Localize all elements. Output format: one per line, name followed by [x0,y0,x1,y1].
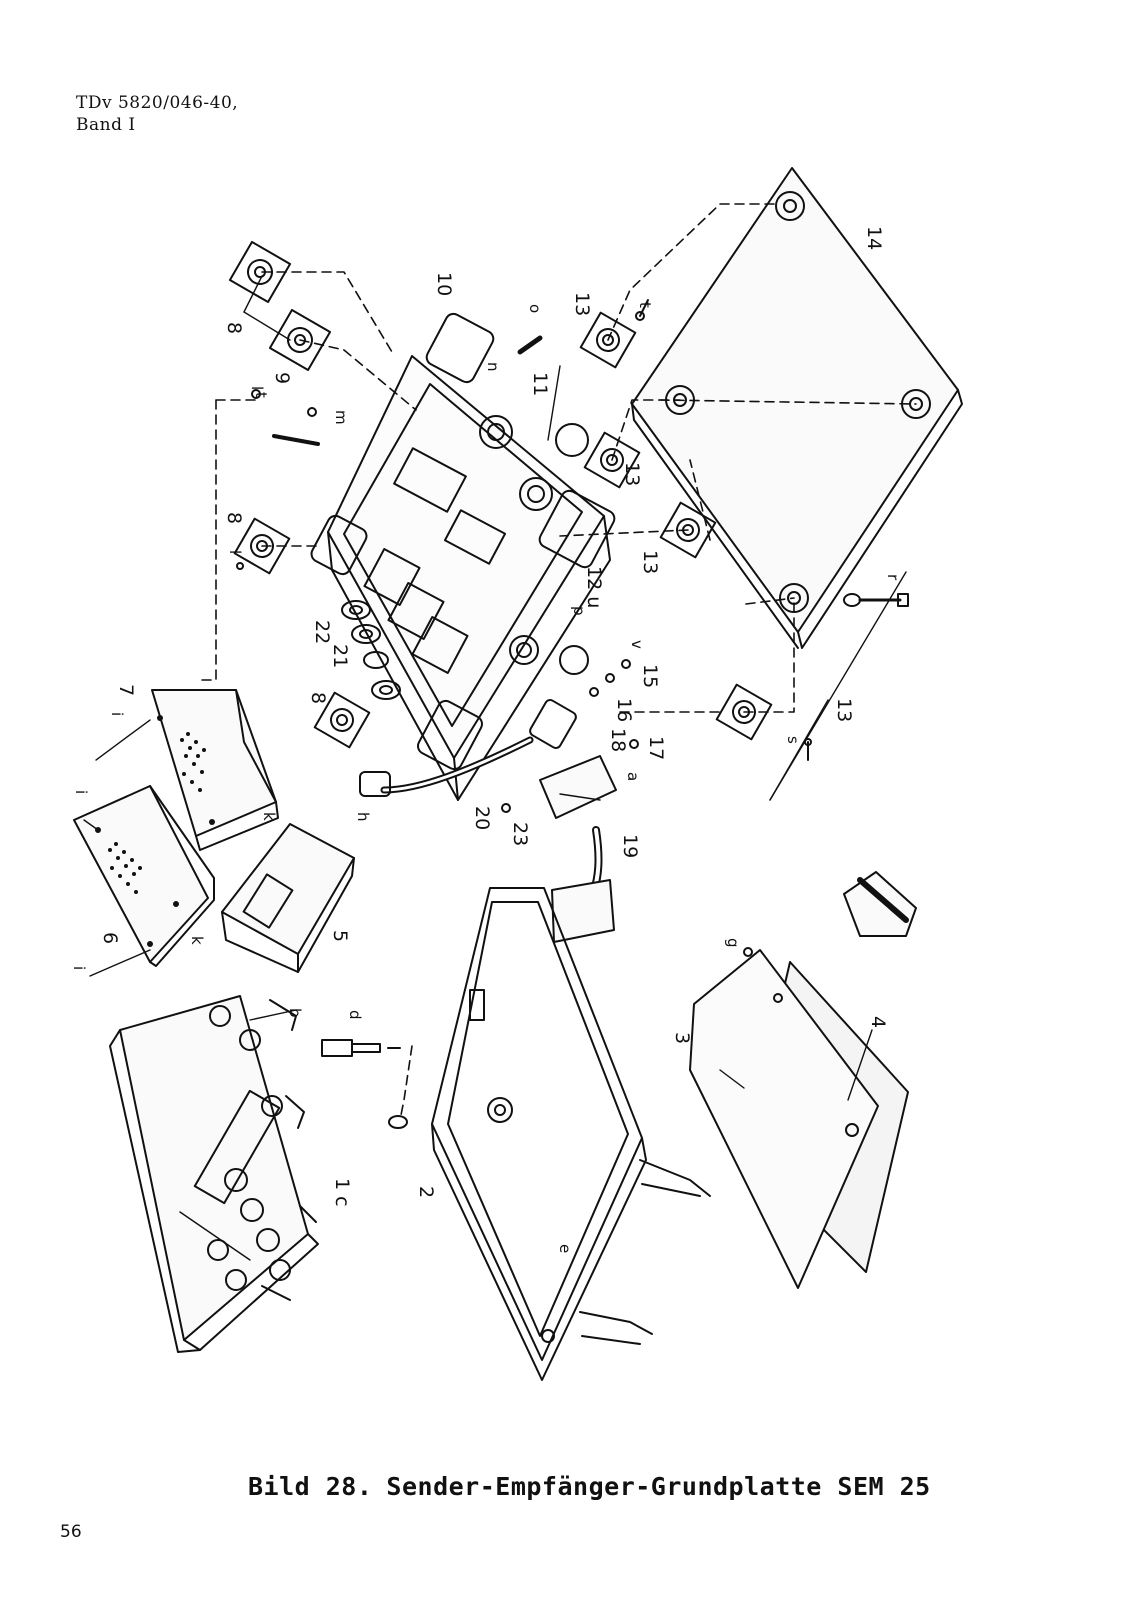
label-r: r [884,574,902,581]
leader-lines [83,275,907,1261]
label-13-b: 13 [621,462,643,486]
label-l-1: l [248,386,266,390]
label-h: h [354,812,372,822]
plate-3 [689,947,879,1289]
label-i-3: i [70,966,88,970]
label-15: 15 [639,664,661,688]
label-l-2: l [226,550,244,554]
label-o: o [526,304,544,313]
label-7: 7 [115,684,137,696]
label-p: p [570,606,588,616]
label-22: 22 [311,620,333,644]
label-v: v [628,640,646,649]
label-2: 2 [415,1186,437,1198]
label-t-2: t [636,302,654,308]
label-18: 18 [607,728,629,752]
label-e: e [556,1244,574,1253]
part-labels: 1 c 2 3 4 5 6 7 8 8 8 9 10 11 12 u 13 13… [70,226,902,1253]
document-header: TDv 5820/046-40, Band I [76,92,238,136]
label-12u: 12 u [583,566,605,608]
label-14: 14 [863,226,885,250]
label-8-top: 8 [223,322,245,334]
cover-7 [151,689,279,851]
label-3: 3 [671,1032,693,1044]
main-chassis [310,312,616,801]
label-6: 6 [99,932,121,944]
label-s: s [784,736,802,744]
document-number: TDv 5820/046-40, [76,93,239,113]
label-21: 21 [329,644,351,668]
figure-title: Sender-Empfänger-Grundplatte SEM 25 [386,1472,931,1501]
panel-connectors [341,600,401,700]
label-i-2: i [72,790,90,794]
label-19: 19 [619,834,641,858]
label-13-c: 13 [639,550,661,574]
label-8-low: 8 [307,692,329,704]
volume-label: Band I [76,115,136,135]
label-b: b [286,1008,304,1018]
label-k-1: k [260,812,278,821]
label-23: 23 [509,822,531,846]
label-17: 17 [645,736,667,760]
label-t-1: t [252,392,270,398]
radio-set-1 [109,995,319,1353]
cable-assembly [359,699,617,943]
label-d: d [346,1010,364,1020]
module-5 [221,823,355,973]
page-number: 56 [60,1522,82,1542]
label-m: m [332,410,350,425]
label-a: a [624,772,642,781]
label-1c: 1 c [331,1178,353,1207]
hardware [236,299,909,1129]
assembly-lines [199,203,917,1121]
bolt-d [321,1039,401,1057]
small-part [843,871,917,937]
label-20: 20 [471,806,493,830]
base-plate-14 [631,167,963,649]
label-i-1: i [108,712,126,716]
label-4: 4 [867,1016,889,1028]
label-11: 11 [529,372,551,396]
figure-caption: Bild 28. Sender-Empfänger-Grundplatte SEM… [248,1472,945,1501]
figure-reference: Bild 28. [248,1472,373,1501]
label-8-mid: 8 [223,512,245,524]
label-5: 5 [329,930,351,942]
mounting-frame-2 [431,887,711,1381]
label-k-2: k [188,936,206,945]
label-13-d: 13 [833,698,855,722]
label-9: 9 [271,372,293,384]
cover-6 [73,785,215,967]
label-16: 16 [613,698,635,722]
label-g: g [724,938,742,948]
connector-flanges [228,240,773,749]
label-13-a: 13 [571,292,593,316]
label-n: n [484,362,502,372]
label-10: 10 [433,272,455,296]
